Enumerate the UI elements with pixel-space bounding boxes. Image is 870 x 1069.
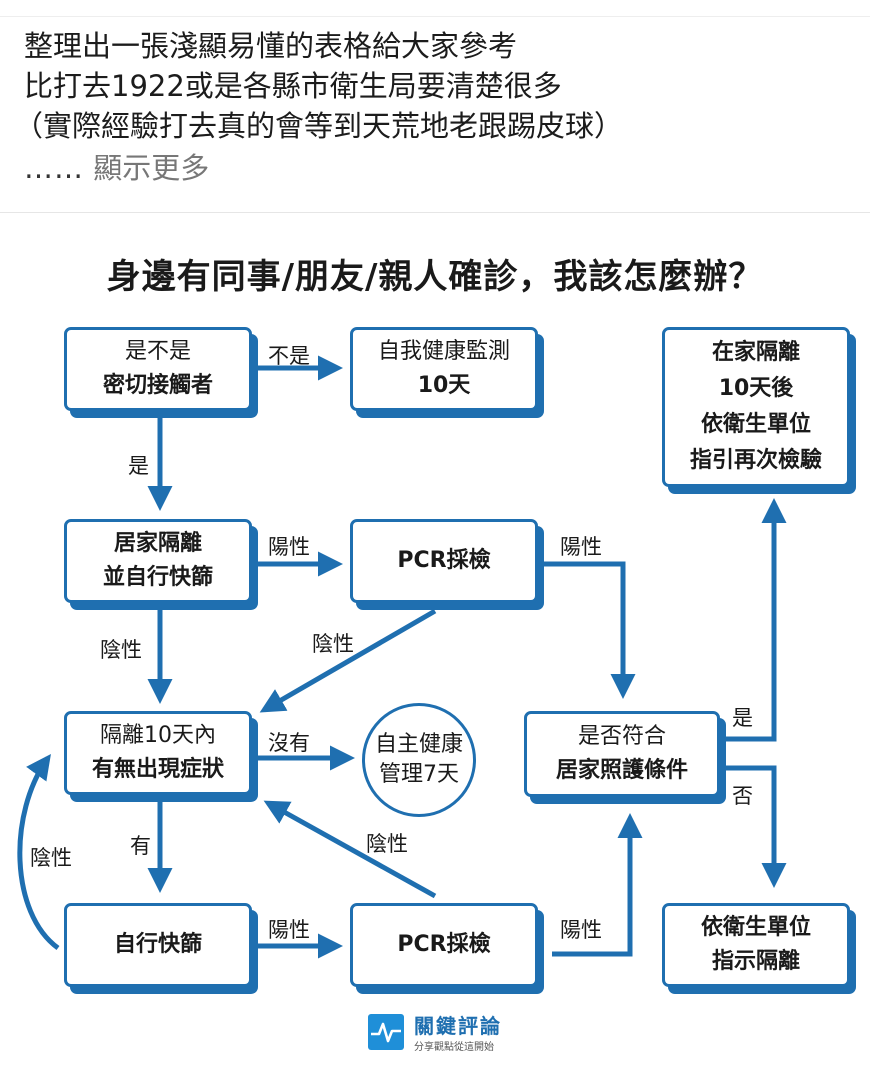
label-positive-pcr2: 陽性 — [560, 918, 602, 942]
label-positive-self-test: 陽性 — [268, 918, 310, 942]
node-close-contact-line1: 是不是 — [124, 339, 191, 364]
node-self-monitor-line2: 10天 — [417, 373, 471, 398]
label-positive-quarantine: 陽性 — [268, 535, 310, 559]
node-home-isolation-line3: 依衛生單位 — [700, 412, 811, 437]
logo-name: 關鍵評論 — [414, 1014, 502, 1038]
label-not: 不是 — [268, 344, 310, 368]
node-symptoms: 隔離10天內 有無出現症狀 — [64, 711, 252, 795]
node-self-monitor: 自我健康監測 10天 — [350, 327, 538, 411]
node-close-contact-line2: 密切接觸者 — [102, 373, 213, 398]
node-home-quarantine-line1: 居家隔離 — [113, 531, 202, 556]
node-home-isolation: 在家隔離 10天後 依衛生單位 指引再次檢驗 — [662, 327, 850, 487]
node-health-unit-line2: 指示隔離 — [711, 949, 800, 974]
node-home-care-criteria: 是否符合 居家照護條件 — [524, 711, 720, 797]
arrow-pcr2-positive — [552, 813, 643, 957]
node-self-test-label: 自行快篩 — [113, 932, 202, 957]
node-pcr-test-2: PCR採檢 — [350, 903, 538, 987]
divider — [0, 16, 870, 17]
publisher-logo: 關鍵評論 分享觀點從這開始 — [368, 1008, 558, 1058]
post-line-1: 整理出一張淺顯易懂的表格給大家參考 — [24, 29, 518, 63]
pulse-line-icon — [368, 1014, 404, 1050]
node-self-monitor-line1: 自我健康監測 — [377, 339, 510, 364]
node-close-contact: 是不是 密切接觸者 — [64, 327, 252, 411]
logo-tagline: 分享觀點從這開始 — [414, 1042, 494, 1053]
node-self-health-line2: 管理7天 — [379, 762, 459, 787]
post-text-area: 整理出一張淺顯易懂的表格給大家參考 比打去1922或是各縣市衛生局要清楚很多 （… — [0, 0, 870, 213]
post-line-2: 比打去1922或是各縣市衛生局要清楚很多 — [24, 69, 562, 103]
label-criteria-no: 否 — [732, 784, 753, 808]
node-symptoms-line1: 隔離10天內 — [100, 723, 216, 748]
arrow-pcr1-positive — [542, 561, 636, 699]
label-has-symptoms: 有 — [130, 834, 151, 858]
node-symptoms-line2: 有無出現症狀 — [91, 757, 224, 782]
node-self-test: 自行快篩 — [64, 903, 252, 987]
ellipsis: …… — [24, 151, 84, 185]
node-pcr-test-1: PCR採檢 — [350, 519, 538, 603]
label-no-symptoms: 沒有 — [268, 731, 310, 755]
post-line-3: （實際經驗打去真的會等到天荒地老跟踢皮球） — [14, 109, 624, 143]
show-more-link[interactable]: 顯示更多 — [93, 151, 210, 185]
node-self-health-line1: 自主健康 — [374, 732, 463, 757]
node-criteria-line2: 居家照護條件 — [555, 758, 688, 783]
chart-title: 身邊有同事/朋友/親人確診，我該怎麼辦？ — [106, 257, 764, 297]
arrow-pcr1-negative — [259, 608, 437, 713]
node-home-quarantine-line2: 並自行快篩 — [102, 565, 213, 590]
node-health-unit-line1: 依衛生單位 — [700, 915, 811, 940]
node-home-quarantine: 居家隔離 並自行快篩 — [64, 519, 252, 603]
node-health-unit-isolation: 依衛生單位 指示隔離 — [662, 903, 850, 987]
label-positive-pcr1: 陽性 — [560, 535, 602, 559]
label-negative-pcr1: 陰性 — [312, 632, 354, 656]
node-home-isolation-line2: 10天後 — [718, 376, 794, 401]
post-more-row: …… 顯示更多 — [24, 148, 209, 188]
node-pcr-test-2-label: PCR採檢 — [397, 932, 491, 957]
label-negative-pcr2: 陰性 — [366, 832, 408, 856]
label-negative-quarantine: 陰性 — [100, 638, 142, 662]
flow-arrows — [17, 355, 787, 959]
arrow-pcr2-negative — [263, 800, 437, 899]
node-criteria-line1: 是否符合 — [577, 724, 666, 749]
node-home-isolation-line1: 在家隔離 — [711, 340, 800, 365]
label-yes: 是 — [128, 454, 149, 478]
arrow-criteria-no — [722, 765, 787, 888]
node-self-health-management: 自主健康 管理7天 — [362, 703, 476, 817]
label-negative-self-test: 陰性 — [30, 846, 72, 870]
node-pcr-test-1-label: PCR採檢 — [397, 548, 491, 573]
flowchart: 身邊有同事/朋友/親人確診，我該怎麼辦？ — [0, 213, 870, 1069]
arrow-criteria-yes — [722, 498, 787, 742]
label-criteria-yes: 是 — [732, 706, 753, 730]
node-home-isolation-line4: 指引再次檢驗 — [689, 448, 822, 473]
arrow-self-test-negative — [17, 753, 60, 951]
